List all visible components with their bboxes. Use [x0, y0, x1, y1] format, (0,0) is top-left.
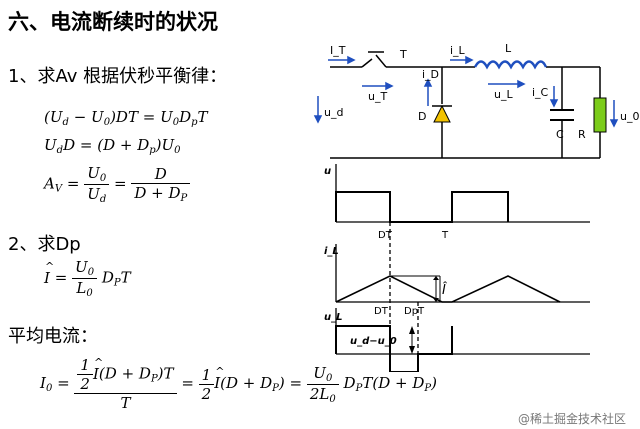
- label-iL: i_L: [450, 44, 466, 57]
- label-u: u: [324, 166, 331, 177]
- label-uL-wave: u_L: [324, 312, 343, 323]
- label-Ihat: Î: [442, 282, 447, 298]
- u-waveform: [335, 191, 509, 223]
- label-DT-1: DT: [378, 230, 393, 241]
- diode-icon: [432, 104, 452, 123]
- label-iT: I_T: [330, 44, 346, 57]
- uL-waveform: [335, 325, 453, 372]
- equation-voltage-balance: UdD = (D + Dp)U0: [44, 136, 181, 156]
- equation-volt-second: (Ud − U0)DT = U0DpT: [44, 108, 208, 128]
- label-DT-2: DT: [374, 306, 389, 317]
- inductor-icon: [473, 60, 548, 70]
- capacitor-icon: [550, 109, 574, 121]
- resistor-icon: [593, 97, 607, 133]
- label-uT: u_T: [368, 90, 387, 103]
- label-u0: u_0: [620, 110, 639, 123]
- section-av-title: 1、求Av 根据伏秒平衡律：: [8, 66, 228, 87]
- label-D: D: [418, 110, 426, 123]
- label-T-1: T: [441, 230, 449, 241]
- label-iD: i_D: [422, 68, 439, 81]
- label-C: C: [556, 128, 564, 141]
- label-L: L: [505, 42, 512, 55]
- section-dp-title: 2、求Dp: [8, 234, 81, 255]
- label-uL: u_L: [494, 88, 513, 101]
- label-T: T: [399, 48, 407, 61]
- switch-icon: [361, 51, 387, 68]
- label-ud-minus-u0: u_d−u_0: [350, 336, 397, 347]
- label-R: R: [578, 128, 586, 141]
- label-iC: i_C: [532, 86, 549, 99]
- watermark: @稀土掘金技术社区: [518, 412, 627, 426]
- label-iL-wave: i_L: [324, 246, 339, 257]
- label-ud: u_d: [324, 106, 343, 119]
- label-DpT: DpT: [404, 306, 425, 317]
- buck-converter-circuit: I_T T u_T i_L L u_L i_D D i_C C R u_d u_…: [313, 42, 639, 159]
- slide-heading: 六、电流断续时的状况: [8, 10, 218, 34]
- section-average-current: 平均电流：: [8, 326, 98, 347]
- waveform-diagram: u i_L u_L DT T DT DpT Î u_d−u_0: [324, 164, 590, 372]
- equation-average-current: I0 = 12I(D + DP)TT = 12I(D + DP) = U02L0…: [40, 356, 437, 413]
- iL-waveform: [335, 275, 561, 303]
